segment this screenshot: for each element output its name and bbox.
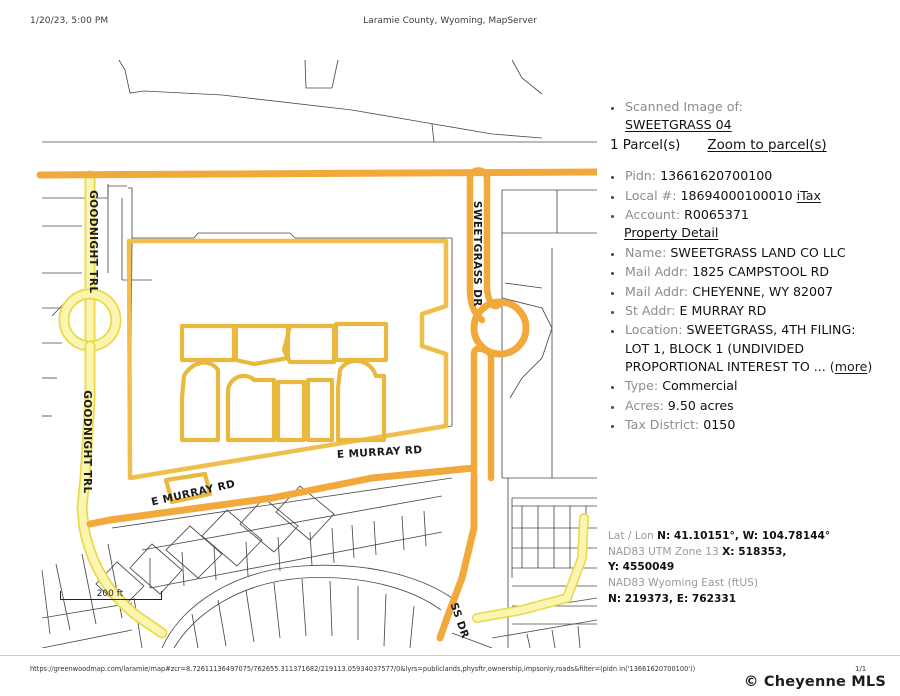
list-item-mail-address-1: Mail Addr: 1825 CAMPSTOOL RD [624,263,876,281]
cheyenne-mls-copyright: © Cheyenne MLS [743,674,886,690]
zoom-to-parcels-link[interactable]: Zoom to parcel(s) [707,137,827,153]
list-item-location: Location: SWEETGRASS, 4TH FILING: LOT 1,… [624,321,876,376]
parcel-detail-list: Pidn: 13661620700100 Local #: 1869400010… [608,167,876,434]
print-timestamp: 1/20/23, 5:00 PM [30,16,109,26]
property-detail-link[interactable]: Property Detail [624,225,719,241]
svg-text:E MURRAY RD: E MURRAY RD [337,444,423,461]
local-number-value: 18694000100010 [680,187,793,203]
street-address-label: St Addr: [625,302,676,318]
list-item-acres: Acres: 9.50 acres [624,397,876,415]
selected-parcel-outline [126,238,449,481]
type-label: Type: [625,378,659,394]
svg-text:GOODNIGHT TRL: GOODNIGHT TRL [87,190,99,293]
utm-y-value: Y: 4550049 [608,561,675,574]
account-label: Account: [625,207,681,223]
scanned-image-block: Scanned Image of: SWEETGRASS 04 [608,98,876,135]
svg-text:SWEETGRASS DR: SWEETGRASS DR [471,201,483,307]
scanned-image-link[interactable]: SWEETGRASS 04 [625,117,732,133]
svg-text:GOODNIGHT TRL: GOODNIGHT TRL [81,390,93,493]
parcel-count: 1 Parcel(s) [610,137,681,153]
utm-label: NAD83 UTM Zone 13 [608,545,719,558]
print-footer: https://greenwoodmap.com/laramie/map#zcr… [0,655,900,696]
local-roads [58,170,589,639]
latlon-label: Lat / Lon [608,530,654,542]
account-value: R0065371 [684,207,749,223]
sheet: GOODNIGHT TRL GOODNIGHT TRL SWEETGRASS D… [0,42,900,655]
arterial-roads [36,167,597,642]
latlon-row: Lat / Lon N: 41.10151°, W: 104.78144° [608,529,880,545]
list-item-type: Type: Commercial [624,377,876,395]
footer-url[interactable]: https://greenwoodmap.com/laramie/map#zcr… [30,665,696,673]
state-plane-label-row: NAD83 Wyoming East (ftUS) [608,576,880,592]
coordinates-block: Lat / Lon N: 41.10151°, W: 104.78144° NA… [608,529,880,607]
latlon-value: N: 41.10151°, W: 104.78144° [657,530,831,542]
location-more-link[interactable]: (more) [829,359,873,375]
street-address-value: E MURRAY RD [679,302,767,318]
footer-page-number: 1/1 [855,665,867,673]
print-header: 1/20/23, 5:00 PM Laramie County, Wyoming… [0,0,900,42]
pidn-label: Pidn: [625,168,657,184]
more-link-text[interactable]: more [834,359,868,375]
building-footprints [163,321,389,505]
local-number-label: Local #: [625,187,677,203]
scanned-image-item: Scanned Image of: SWEETGRASS 04 [624,98,876,135]
tax-district-label: Tax District: [625,417,700,433]
mail-address-2-value: CHEYENNE, WY 82007 [692,283,834,299]
parcel-count-row: 1 Parcel(s) Zoom to parcel(s) [610,136,876,156]
state-plane-value: N: 219373, E: 762331 [608,592,737,605]
location-value: SWEETGRASS, 4TH FILING: LOT 1, BLOCK 1 (… [625,322,856,375]
location-label: Location: [625,322,683,338]
utm-y-row: Y: 4550049 [608,560,880,576]
list-item-name: Name: SWEETGRASS LAND CO LLC [624,244,876,262]
scanned-image-label: Scanned Image of: [625,99,743,114]
acres-label: Acres: [625,397,664,413]
state-plane-label: NAD83 Wyoming East (ftUS) [608,577,758,590]
state-plane-value-row: N: 219373, E: 762331 [608,592,880,608]
mail-address-1-value: 1825 CAMPSTOOL RD [692,264,830,280]
utm-x-value: X: 518353, [722,545,787,558]
list-item-pidn: Pidn: 13661620700100 [624,167,876,185]
map-canvas[interactable]: GOODNIGHT TRL GOODNIGHT TRL SWEETGRASS D… [22,58,597,648]
list-item-street-address: St Addr: E MURRAY RD [624,302,876,320]
parcel-info-panel: Scanned Image of: SWEETGRASS 04 1 Parcel… [608,98,876,436]
mail-address-1-label: Mail Addr: [625,264,689,280]
itax-link[interactable]: iTax [796,187,821,203]
list-item-local-number: Local #: 18694000100010 iTax [624,187,876,205]
print-title: Laramie County, Wyoming, MapServer [363,16,537,26]
mail-address-2-label: Mail Addr: [625,283,689,299]
list-item-mail-address-2: Mail Addr: CHEYENNE, WY 82007 [624,283,876,301]
pidn-value: 13661620700100 [660,168,773,184]
list-item-tax-district: Tax District: 0150 [624,416,876,434]
type-value: Commercial [662,378,738,394]
acres-value: 9.50 acres [667,397,734,413]
name-value: SWEETGRASS LAND CO LLC [670,244,846,260]
list-item-account: Account: R0065371 Property Detail [624,206,876,243]
utm-row: NAD83 UTM Zone 13 X: 518353, [608,545,880,561]
name-label: Name: [625,244,667,260]
tax-district-value: 0150 [703,417,736,433]
